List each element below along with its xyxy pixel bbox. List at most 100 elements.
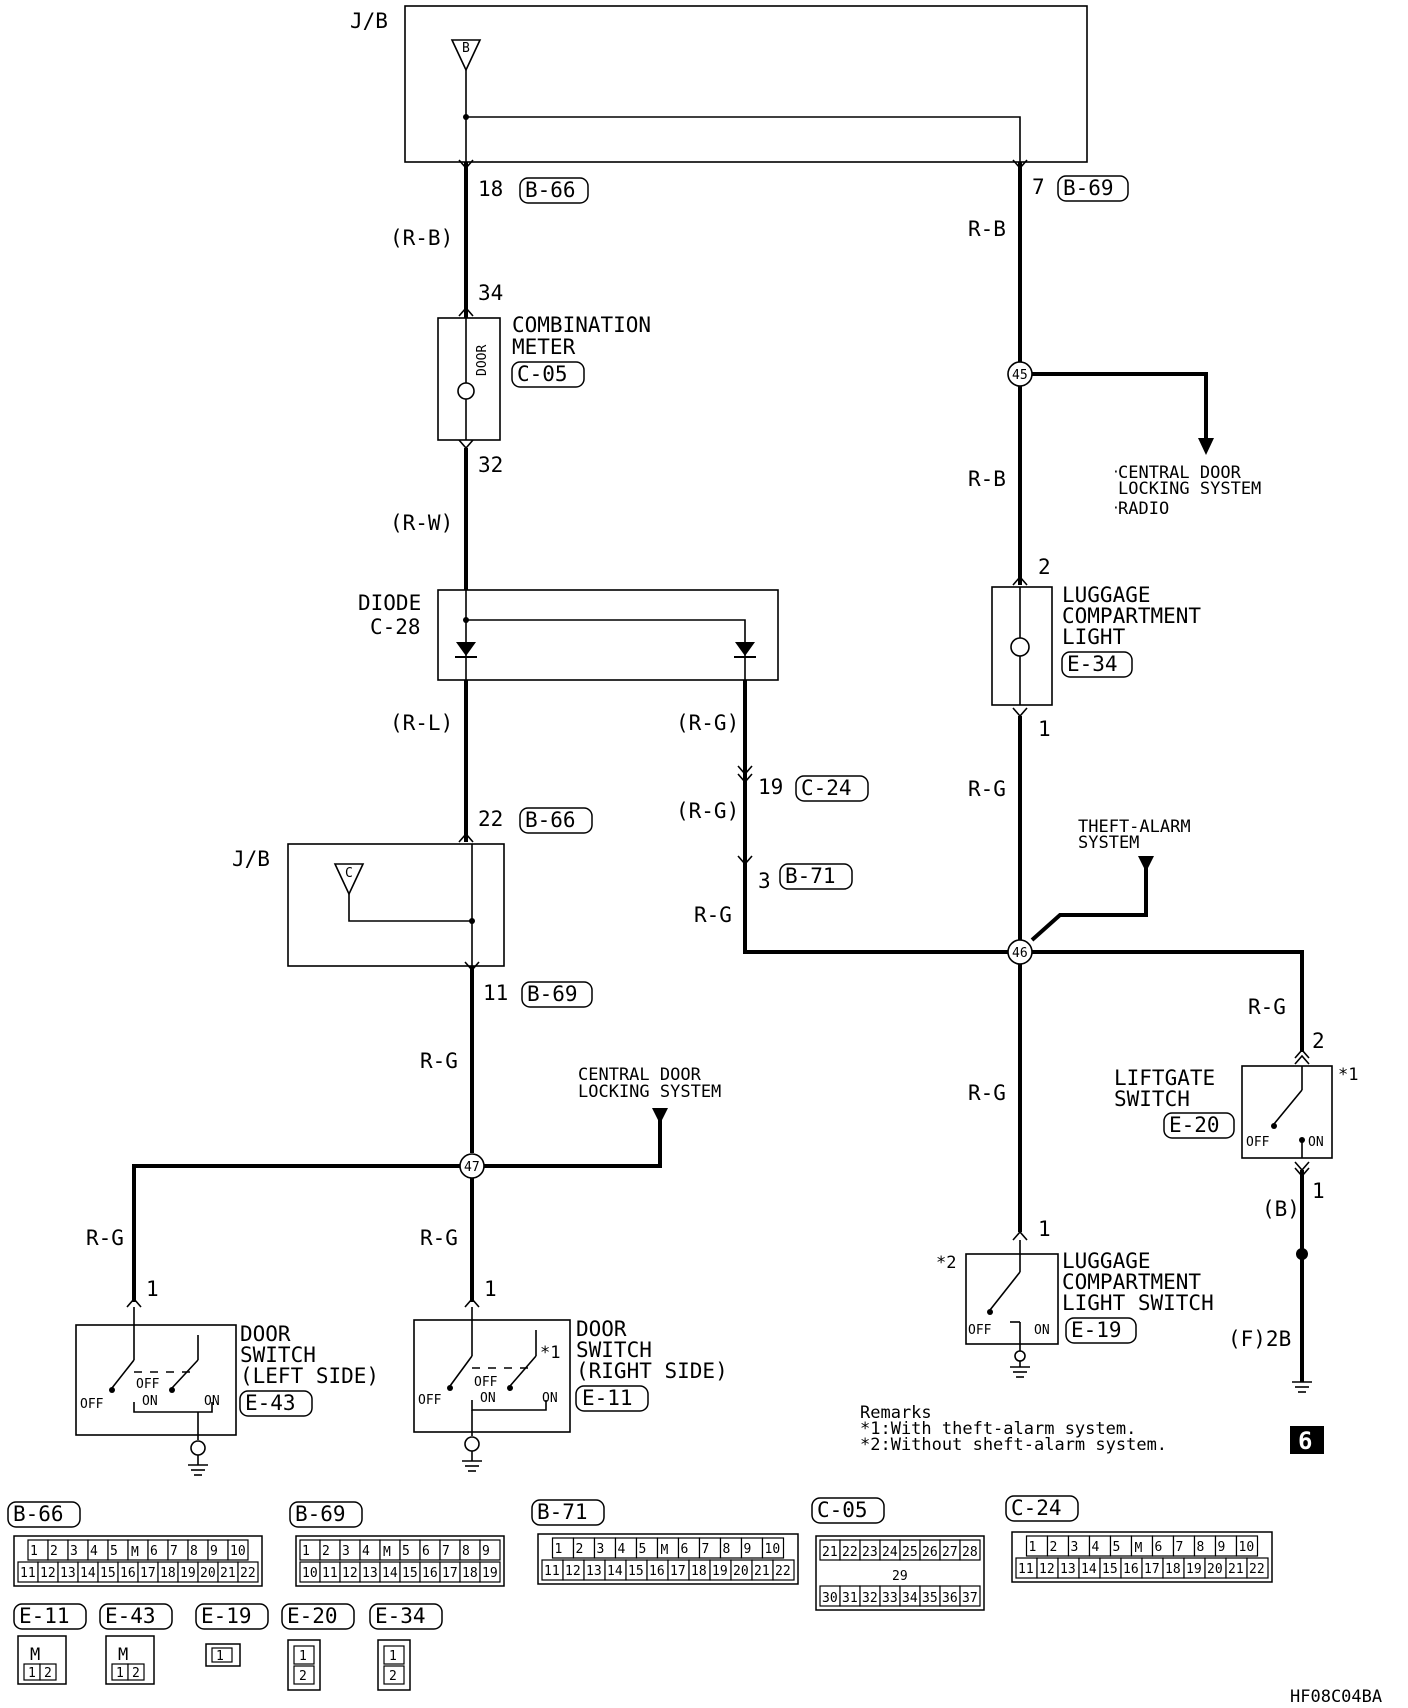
connector-pin-number: 1 [555,1542,563,1557]
connector-view-label: C-05 [817,1498,868,1522]
ds-right-label-3: (RIGHT SIDE) [576,1359,728,1383]
connector-pin-number: 19 [180,1566,196,1581]
connector-pin-number: 4 [618,1542,626,1557]
connector-view-tag [13,1603,87,1630]
connector-pin-number: 19 [712,1564,728,1579]
dest-cdl-1: CENTRAL DOOR [1118,463,1242,483]
connector-pin-number: 5 [402,1544,410,1559]
connector-pin-number: 34 [902,1591,918,1606]
connector-pin-number: 4 [1092,1540,1100,1555]
connector-pin-number: 20 [1207,1562,1223,1577]
connector-view-label: E-34 [375,1604,426,1628]
connector-pin-number: 14 [80,1566,96,1581]
theft-dest-2: SYSTEM [1078,833,1139,853]
connector-pin-number: 3 [1071,1540,1079,1555]
connector-pin-number: 15 [100,1566,116,1581]
connector-pin-number: 16 [649,1564,665,1579]
connector-view-tag [99,1603,173,1630]
ds-right-off-1: OFF [418,1393,442,1408]
pin-19: 19 [758,775,783,799]
remark-2: *2:Without sheft-alarm system. [860,1435,1167,1455]
connector-pin-number: 10 [230,1544,246,1559]
wire-rg-g: R-G [1248,995,1286,1019]
connector-view-label: C-24 [1011,1496,1062,1520]
connector-pin-number: 15 [402,1566,418,1581]
splice-46-label: 46 [1012,946,1028,961]
conn-e20-ref: E-20 [1169,1113,1220,1137]
connector-pin-number: 10 [302,1566,318,1581]
connector-view-body [377,1639,411,1691]
connector-view-label: B-69 [295,1502,346,1526]
conn-b69-ref: B-69 [1063,176,1114,200]
junction-block-top: J/B B [350,5,1088,163]
connector-view-body [13,1535,263,1587]
ds-left-pin: 1 [146,1277,159,1301]
ds-left-label-3: (LEFT SIDE) [240,1364,379,1388]
ground-ref: (F)2B [1228,1327,1291,1351]
connector-view-body [815,1535,985,1611]
connector-pin-number: 14 [1081,1562,1097,1577]
lcls-label-3: LIGHT SWITCH [1062,1291,1214,1315]
connector-view-tag [7,1501,81,1528]
lcl-label-3: LIGHT [1062,625,1126,649]
connector-pin-number: 12 [565,1564,581,1579]
connector-pin-number: 12 [342,1566,358,1581]
wire-rb-paren: (R-B) [390,226,453,250]
ds-left-on-2: ON [204,1394,220,1409]
connector-pin-number: 1 [30,1544,38,1559]
jb-mid-terminal-triangle [333,863,365,896]
connector-pin-number: 7 [1176,1540,1184,1555]
connector-pin-number: 16 [120,1566,136,1581]
pin-18: 18 [478,177,503,201]
wire-rg-p2: (R-G) [676,799,739,823]
connector-pin-number: 5 [1113,1540,1121,1555]
wire-rg-c: R-G [420,1226,458,1250]
wire-rb: R-B [968,217,1006,241]
connector-pin-number: 11 [20,1566,36,1581]
wire-rg-a: R-G [420,1049,458,1073]
jb-mid-terminal: C [345,866,353,881]
connector-pin-number: 6 [681,1542,689,1557]
ds-right-note: *1 [540,1343,560,1363]
connector-pin-number: 6 [1155,1540,1163,1555]
connector-key-icon: M [1135,1541,1143,1556]
connector-pin-number: 19 [482,1566,498,1581]
dest-cdl-2: LOCKING SYSTEM [1118,479,1261,499]
wire-rg-f: R-G [968,1081,1006,1105]
connector-pin-number: 13 [362,1566,378,1581]
connector-pin-number: 15 [628,1564,644,1579]
connector-pin-cell [479,1539,501,1561]
lg-label-2: SWITCH [1114,1087,1190,1111]
luggage-light-switch: 1 OFF ON *2 LUGGAGE COMPARTMENT LIGHT SW… [936,1217,1214,1378]
connector-pin-number: 2 [132,1666,140,1681]
connector-pin-number: 37 [962,1591,978,1606]
conn-b69b-ref: B-69 [527,982,578,1006]
connector-pin-number: 14 [607,1564,623,1579]
lg-on: ON [1308,1135,1324,1150]
lcl-pin-top: 2 [1038,555,1051,579]
connector-pin-cell [211,1647,233,1663]
connector-pin-number: 1 [302,1544,310,1559]
jb-top-label: J/B [350,9,388,33]
connector-pin-cell [127,1663,145,1681]
connector-pin-number: 17 [670,1564,686,1579]
connector-pin-number: 29 [892,1569,908,1584]
connector-pin-number: 32 [862,1591,878,1606]
pin-32: 32 [478,453,503,477]
connector-pin-number: 9 [744,1542,752,1557]
connector-pin-cell [959,1585,981,1607]
connector-pin-number: 9 [1218,1540,1226,1555]
conn-b71-ref: B-71 [785,864,836,888]
connector-pin-number: 27 [942,1545,958,1560]
lcl-label-1: LUGGAGE [1062,583,1151,607]
connector-pin-number: 2 [299,1669,307,1684]
pin-11: 11 [483,981,508,1005]
theft-dest-1: THEFT-ALARM [1078,817,1191,837]
ds-left-label-1: DOOR [240,1322,291,1346]
cdl-dest-1: CENTRAL DOOR [578,1065,702,1085]
connector-pin-cell [293,1645,315,1665]
connector-pin-number: 8 [1197,1540,1205,1555]
conn-e34-ref: E-34 [1067,652,1118,676]
